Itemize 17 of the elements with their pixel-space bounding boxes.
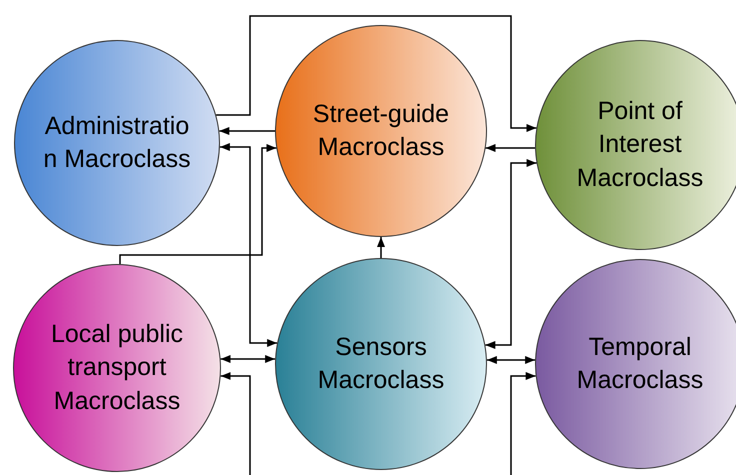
- arrow: [377, 237, 385, 258]
- arrow: [486, 144, 535, 152]
- class-label: Local public transport Macroclass: [50, 319, 184, 417]
- arrow: [510, 372, 536, 475]
- arrow: [486, 356, 536, 364]
- class-label: Temporal Macroclass: [576, 332, 704, 396]
- class-label: Administration Macroclass: [42, 110, 192, 175]
- arrow: [220, 143, 278, 347]
- arrow: [220, 372, 251, 475]
- class-label: Sensors Macroclass: [316, 332, 446, 396]
- arrow: [119, 144, 276, 264]
- arrow: [216, 15, 536, 132]
- class-label: Street-guide Macroclass: [312, 98, 450, 163]
- class-label: Point of Interest Macroclass: [576, 96, 704, 194]
- arrow: [485, 159, 537, 349]
- arrow: [220, 355, 276, 363]
- arrow: [219, 127, 275, 135]
